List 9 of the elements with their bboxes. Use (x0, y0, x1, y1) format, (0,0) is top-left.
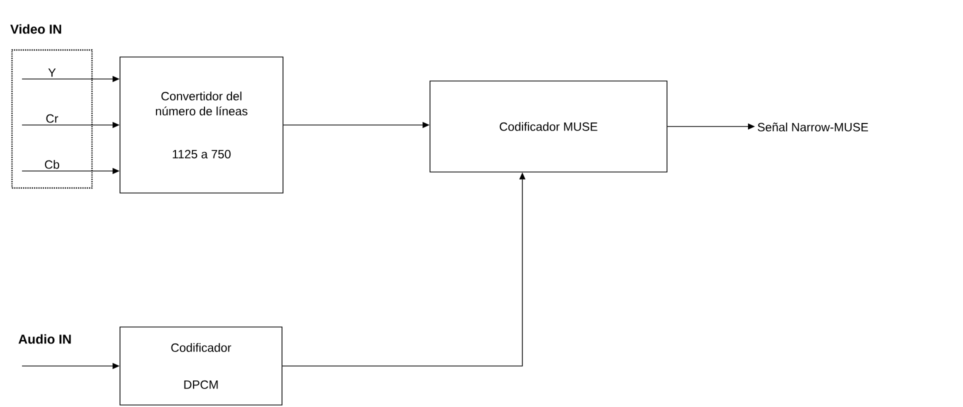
output-label: Señal Narrow-MUSE (758, 122, 868, 132)
edge-label: Cr (46, 114, 58, 123)
edge-label: Cb (44, 160, 60, 169)
process-box: Codificador DPCM (120, 326, 282, 406)
process-box: Codificador MUSE (430, 80, 668, 172)
process-box: Convertidor del número de líneas 1125 a 750 (120, 56, 284, 194)
node-label: Video IN (10, 24, 62, 34)
edge-label: Y (48, 68, 56, 77)
input-label: Audio IN (18, 334, 71, 344)
